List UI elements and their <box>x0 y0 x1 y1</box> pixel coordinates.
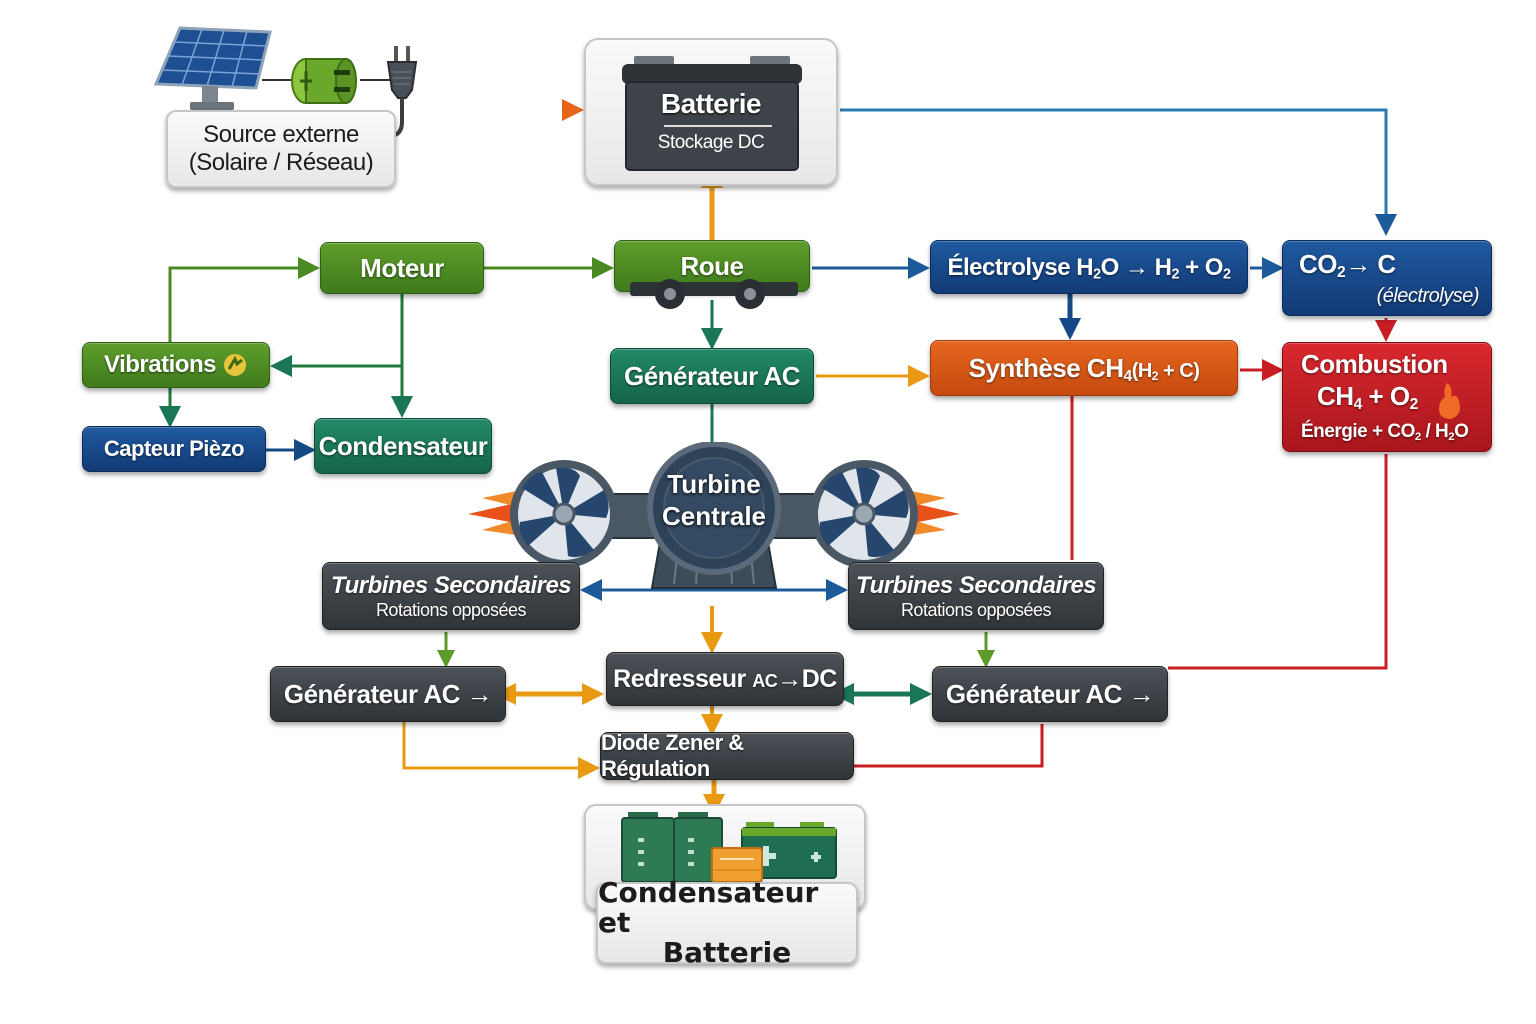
flame-icon <box>1439 383 1460 419</box>
redresseur-node[interactable]: Redresseur AC→DC <box>606 652 844 706</box>
combustion-products: Énergie + CO2 / H2O <box>1301 421 1469 443</box>
generateur-ac-right-label: Générateur AC → <box>945 678 1155 709</box>
generateur-ac-label: Générateur AC <box>623 360 801 391</box>
co2-formula: CO2→ C <box>1299 249 1396 281</box>
line-cell-to-plug <box>360 79 390 81</box>
turbines-secondaires-right-subtitle: Rotations opposées <box>900 599 1052 620</box>
storage-label-box: Condensateur et Batterie <box>596 878 858 968</box>
condensateur-node[interactable]: Condensateur <box>314 418 492 474</box>
turbine-centrale-label[interactable]: Turbine Centrale <box>650 468 778 532</box>
redresseur-label: Redresseur AC→DC <box>613 665 837 693</box>
turbine-fan-left-icon <box>510 460 618 568</box>
generateur-ac-left-label: Générateur AC → <box>283 678 493 709</box>
turbines-secondaires-right-node[interactable]: Turbines Secondaires Rotations opposées <box>848 562 1104 630</box>
diode-zener-node[interactable]: Diode Zener & Régulation <box>600 730 854 781</box>
line-solar-to-cell <box>262 79 292 81</box>
turbines-secondaires-left-title: Turbines Secondaires <box>330 571 572 599</box>
capteur-piezo-label: Capteur Pièzo <box>103 436 245 461</box>
battery-cell-icon <box>291 58 357 104</box>
battery-subtitle: Stockage DC <box>657 132 765 153</box>
source-externe-node[interactable]: Source externe (Solaire / Réseau) <box>166 110 396 188</box>
arrow-vibrations-to-moteur <box>168 257 320 342</box>
combustion-formula: CH4 + O2 <box>1317 381 1418 413</box>
battery-title: Batterie <box>660 88 762 119</box>
turbines-secondaires-left-node[interactable]: Turbines Secondaires Rotations opposées <box>322 562 580 630</box>
synthese-ch4-node[interactable]: Synthèse CH4(H2 + C) <box>930 340 1238 396</box>
solar-panel-icon <box>153 26 272 110</box>
capteur-piezo-node[interactable]: Capteur Pièzo <box>82 426 266 472</box>
condensateur-label: Condensateur <box>318 430 488 461</box>
roue-label: Roue <box>680 250 745 281</box>
turbine-line1: Turbine <box>667 469 761 499</box>
turbines-secondaires-left-subtitle: Rotations opposées <box>375 599 527 620</box>
combustion-node[interactable]: Combustion CH4 + O2 Énergie + CO2 / H2O <box>1282 342 1492 452</box>
arrow-generateur-left-to-diode <box>402 722 600 779</box>
storage-title-line1: Condensateur et <box>598 876 819 939</box>
generateur-ac-right-node[interactable]: Générateur AC → <box>932 666 1168 722</box>
storage-title-line2: Batterie <box>662 936 792 969</box>
co2-note: (électrolyse) <box>1376 285 1480 307</box>
co2-electrolyse-node[interactable]: CO2→ C (électrolyse) <box>1282 240 1492 316</box>
vibration-icon <box>223 354 246 376</box>
generateur-ac-left-node[interactable]: Générateur AC → <box>270 666 506 722</box>
line-generateur-right-to-diode <box>854 724 1044 768</box>
line-combustion-to-generateur <box>1168 454 1388 670</box>
moteur-node[interactable]: Moteur <box>320 242 484 294</box>
turbine-fan-right-icon <box>810 460 918 568</box>
turbine-line2: Centrale <box>661 501 767 531</box>
combustion-title: Combustion <box>1301 349 1448 379</box>
vibrations-node[interactable]: Vibrations <box>82 342 270 388</box>
wheels-icon <box>630 279 798 309</box>
electrolyse-label: Électrolyse H2O → H2 + O2 <box>947 254 1231 283</box>
synthese-label: Synthèse CH4(H2 + C) <box>968 353 1200 385</box>
arrow-battery-to-co2 <box>840 108 1397 236</box>
turbines-secondaires-right-title: Turbines Secondaires <box>855 571 1097 599</box>
car-battery-icon <box>622 56 802 171</box>
source-externe-title: Source externe <box>203 121 359 148</box>
source-externe-subtitle: (Solaire / Réseau) <box>188 149 374 176</box>
battery-node[interactable]: Batterie Stockage DC <box>584 38 838 186</box>
vibrations-label: Vibrations <box>104 351 216 378</box>
electrolyse-node[interactable]: Électrolyse H2O → H2 + O2 <box>930 240 1248 294</box>
battery-bank-icon <box>621 812 837 883</box>
moteur-label: Moteur <box>360 252 444 283</box>
diode-zener-label: Diode Zener & Régulation <box>601 730 744 781</box>
generateur-ac-node[interactable]: Générateur AC <box>610 348 814 404</box>
turbine-assembly <box>468 442 960 589</box>
